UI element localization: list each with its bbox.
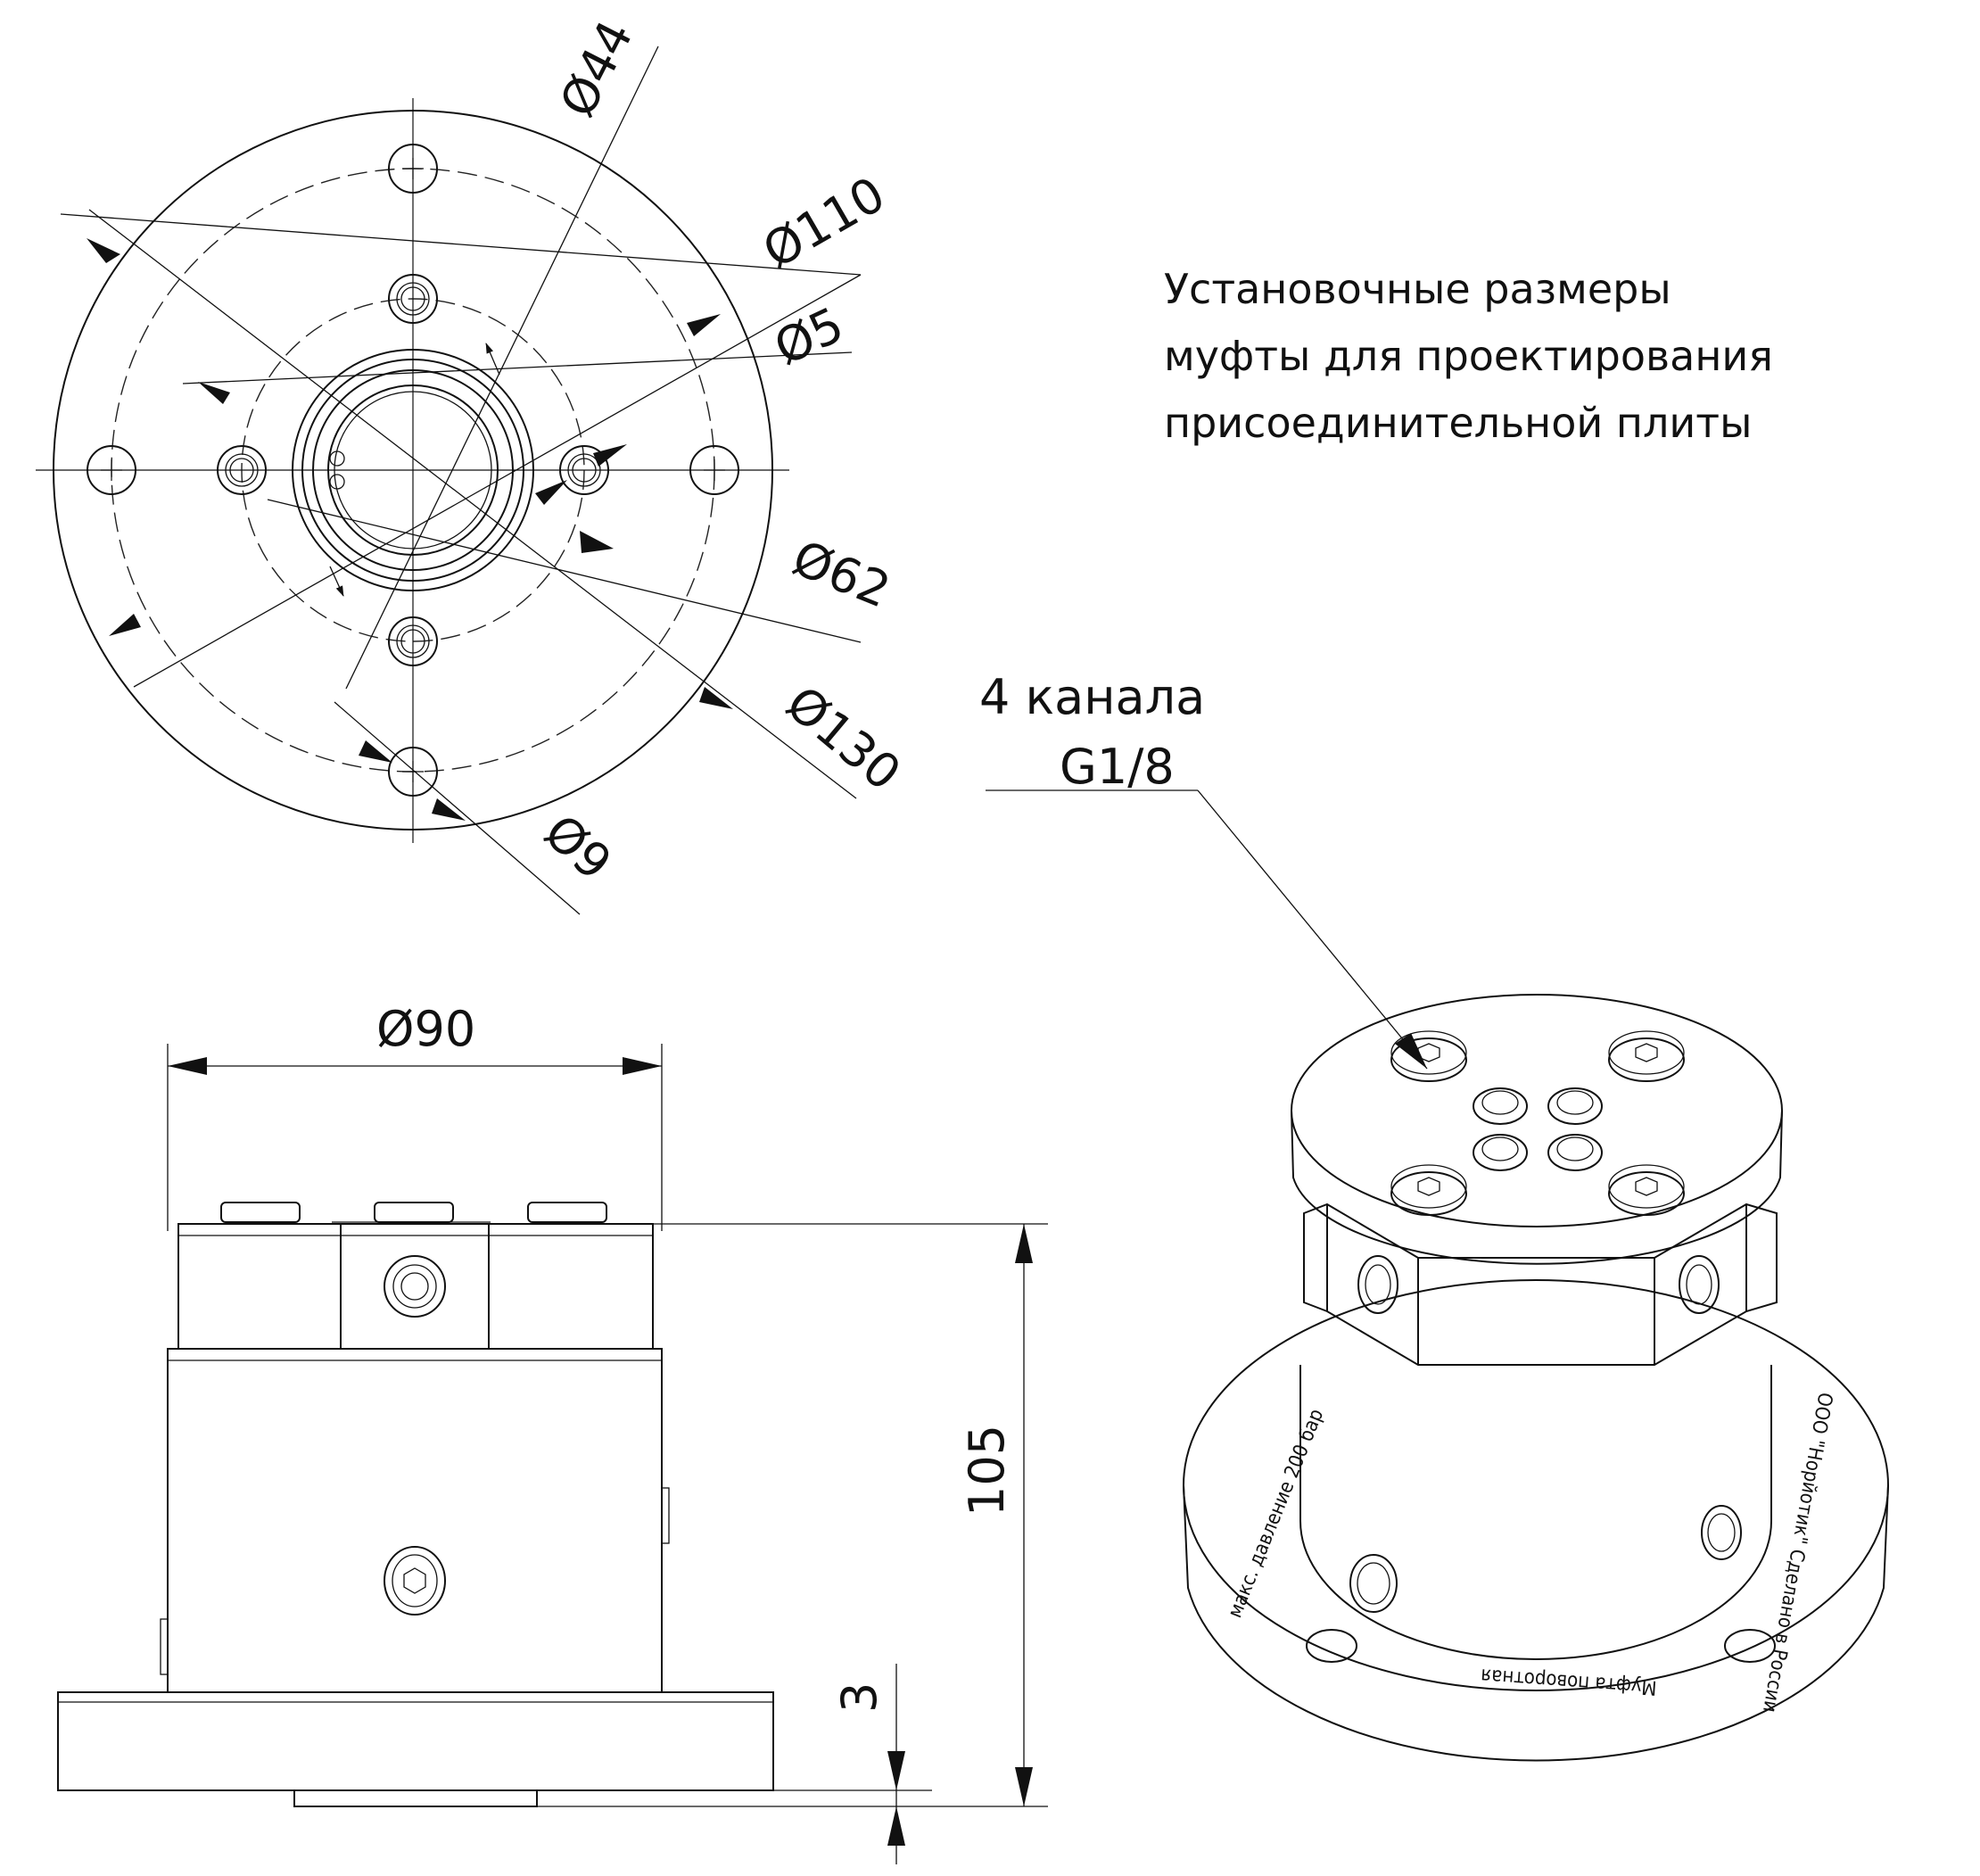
top-view: Ø44 Ø110 Ø5 Ø62 Ø130 Ø9 bbox=[36, 12, 912, 915]
engraving-right: ООО "Норйотик" Сделано в России bbox=[1758, 1391, 1836, 1714]
note-line-1: Установочные размеры bbox=[1164, 265, 1671, 313]
dim-line-62 bbox=[267, 499, 862, 643]
dim-line-110b bbox=[133, 274, 862, 688]
dim-arrowhead bbox=[1015, 1224, 1033, 1263]
dim-label-9: Ø9 bbox=[533, 804, 622, 891]
dim-arrow-44b bbox=[329, 566, 344, 597]
iso-top-screw bbox=[1390, 1164, 1467, 1216]
callout-line-2: G1/8 bbox=[1060, 739, 1175, 795]
port-hole bbox=[388, 616, 438, 666]
dim-arrowhead bbox=[87, 238, 120, 263]
bolt-hole bbox=[87, 445, 136, 495]
design-note: Установочные размеры муфты для проектиро… bbox=[1164, 265, 1773, 447]
engraving-left: макс. давление 200 бар bbox=[1224, 1406, 1328, 1621]
iso-flange-side bbox=[1183, 1484, 1889, 1762]
dim-arrowhead bbox=[623, 1057, 662, 1075]
dim-arrowhead bbox=[109, 614, 141, 636]
iso-port bbox=[1547, 1134, 1603, 1171]
iso-body-screw-inner bbox=[1357, 1562, 1390, 1605]
callout-leader bbox=[1197, 789, 1428, 1070]
side-port-bore bbox=[400, 1272, 429, 1301]
iso-body-screw bbox=[1701, 1505, 1742, 1560]
dim-arrowhead bbox=[887, 1751, 905, 1790]
engraving-bottom: Муфта поворотная bbox=[1480, 1664, 1657, 1698]
hex-socket bbox=[403, 1567, 426, 1594]
body-plug bbox=[661, 1487, 670, 1544]
dim-label-130: Ø130 bbox=[776, 675, 912, 802]
iso-body bbox=[1299, 1365, 1772, 1660]
flange-bottom-boss bbox=[293, 1789, 538, 1807]
dim-arrowhead bbox=[580, 531, 614, 553]
outer-bolt-holes bbox=[87, 144, 739, 797]
dim-label-110: Ø110 bbox=[754, 166, 895, 279]
dim-label-62: Ø62 bbox=[785, 530, 898, 619]
iso-view: 4 канала G1/8 bbox=[979, 669, 1889, 1762]
iso-flange-hole bbox=[1306, 1629, 1357, 1663]
iso-side-port-inner bbox=[1365, 1264, 1391, 1305]
callout-line-1: 4 канала bbox=[979, 669, 1205, 725]
dim-arrowhead bbox=[168, 1057, 207, 1075]
iso-hex-collar bbox=[1303, 1202, 1778, 1366]
iso-side-port bbox=[1357, 1255, 1398, 1314]
iso-body-screw-inner bbox=[1707, 1513, 1736, 1552]
pin-hole bbox=[329, 474, 345, 490]
callout-arrowhead bbox=[1395, 1033, 1427, 1069]
body-screw bbox=[384, 1546, 446, 1616]
dim-label-5: Ø5 bbox=[766, 296, 852, 376]
dim-arrowhead bbox=[198, 382, 230, 404]
dim-label-3: 3 bbox=[831, 1682, 887, 1713]
bolt-hole bbox=[388, 747, 438, 797]
dim-line-130 bbox=[88, 209, 857, 799]
dim-line-44 bbox=[345, 45, 659, 690]
dim-arrowhead bbox=[359, 740, 392, 763]
pin-hole bbox=[329, 450, 345, 467]
bolt-hole bbox=[689, 445, 739, 495]
iso-side-port-inner bbox=[1686, 1264, 1712, 1305]
note-line-3: присоединительной плиты bbox=[1164, 399, 1752, 447]
dim-line-5 bbox=[182, 351, 853, 384]
inner-port-holes bbox=[217, 274, 609, 666]
dim-arrowhead bbox=[432, 798, 466, 821]
iso-top-screw bbox=[1608, 1030, 1685, 1082]
dim-arrowhead bbox=[1015, 1767, 1033, 1806]
dim-arrow-44a bbox=[485, 343, 500, 376]
dim-arrowhead bbox=[535, 480, 567, 505]
iso-flange-hole bbox=[1724, 1629, 1776, 1663]
iso-top-screw bbox=[1608, 1164, 1685, 1216]
top-screw bbox=[220, 1202, 301, 1223]
port-hole bbox=[388, 274, 438, 324]
bolt-hole bbox=[388, 144, 438, 194]
body bbox=[167, 1348, 663, 1693]
dim-label-44: Ø44 bbox=[549, 12, 644, 126]
iso-side-port bbox=[1679, 1255, 1720, 1314]
body-screw-inner bbox=[392, 1554, 438, 1607]
dim-label-90: Ø90 bbox=[376, 1001, 475, 1057]
dim-label-105: 105 bbox=[959, 1425, 1015, 1517]
dim-arrowhead bbox=[699, 687, 733, 709]
port-hole bbox=[217, 445, 267, 495]
dim-line-9 bbox=[334, 701, 581, 915]
iso-port bbox=[1547, 1087, 1603, 1125]
port-hole bbox=[559, 445, 609, 495]
dim-arrowhead bbox=[887, 1806, 905, 1846]
iso-top-rim bbox=[1291, 1110, 1783, 1265]
body-plug bbox=[160, 1618, 169, 1675]
dim-arrowhead bbox=[687, 314, 721, 336]
side-view: Ø90 105 bbox=[57, 1001, 1048, 1864]
hex-collar bbox=[177, 1223, 654, 1350]
top-screw bbox=[374, 1202, 454, 1223]
iso-body-screw bbox=[1349, 1554, 1398, 1613]
top-screw bbox=[527, 1202, 607, 1223]
iso-port bbox=[1473, 1134, 1528, 1171]
dim-line-110 bbox=[60, 213, 862, 276]
dim-arrowhead bbox=[593, 444, 627, 467]
iso-top-screw bbox=[1390, 1030, 1467, 1082]
flange bbox=[57, 1691, 774, 1791]
side-port bbox=[384, 1255, 446, 1318]
iso-port bbox=[1473, 1087, 1528, 1125]
side-port-inner bbox=[392, 1264, 437, 1309]
iso-top-face bbox=[1291, 994, 1783, 1227]
note-line-2: муфты для проектирования bbox=[1164, 332, 1773, 380]
